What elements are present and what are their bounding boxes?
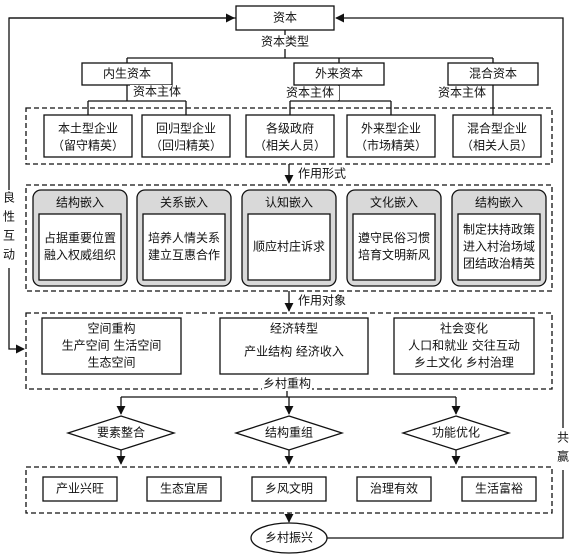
outcomes-container (25, 466, 553, 514)
outcome-label: 生活富裕 (475, 481, 523, 496)
capital-type-box (81, 62, 173, 86)
embedding-line: 培育文明新风 (358, 247, 430, 262)
process-label: 功能优化 (432, 426, 480, 440)
left-side-char: 良 (3, 190, 15, 205)
embedding-title: 文化嵌入 (370, 195, 418, 210)
outcome-box (251, 476, 327, 502)
subject-box (452, 114, 542, 158)
subject-box (245, 114, 335, 158)
embedding-line: 团结政治精英 (463, 257, 535, 271)
label-background (434, 86, 490, 100)
final-label: 乡村振兴 (265, 531, 313, 545)
embedding-inner (352, 213, 436, 281)
outcome-box (42, 476, 118, 502)
process-diamond (233, 415, 345, 451)
right-side-char: 赢 (557, 449, 569, 464)
subject-name: 本土型企业 (58, 121, 118, 136)
process-label: 结构重组 (265, 425, 313, 440)
subject-name: 回归型企业 (156, 121, 216, 136)
left-side-char: 互 (3, 229, 15, 243)
outcome-label: 治理有效 (370, 481, 418, 496)
label-background (262, 377, 312, 391)
subject-box (43, 114, 133, 158)
embedding-title: 结构嵌入 (56, 195, 104, 210)
embedding-inner (142, 213, 226, 281)
object-line: 人口和就业 交往互动 (408, 338, 520, 353)
subject-detail: （相关人员） (461, 139, 533, 153)
outcome-label: 产业兴旺 (56, 482, 104, 496)
object-box (41, 317, 182, 375)
process-diamond (65, 415, 177, 451)
embedding-line: 占据重要位置 (44, 230, 116, 245)
embedding-inner (457, 213, 541, 281)
label-background (256, 35, 316, 49)
subject-label-3: 资本主体 (438, 86, 486, 100)
embedding-title: 关系嵌入 (160, 196, 208, 210)
subject-detail: （相关人员） (254, 139, 326, 153)
subject-detail: （回归精英） (150, 139, 222, 153)
embedding-line: 遵守民俗习惯 (358, 230, 430, 245)
embedding-title: 认知嵌入 (265, 196, 313, 210)
object-title: 经济转型 (270, 321, 318, 336)
rural-restructure-label: 乡村重构 (263, 376, 311, 391)
subject-label-2: 资本主体 (286, 86, 334, 100)
subject-name: 外来型企业 (361, 121, 421, 136)
embedding-line: 进入村治场域 (463, 240, 535, 254)
outcome-label: 生态宜居 (160, 481, 208, 496)
process-label: 要素整合 (97, 425, 145, 440)
object-box (393, 317, 535, 375)
label-background (283, 86, 339, 100)
subject-detail: （市场精英） (355, 138, 427, 153)
embedding-inner (247, 213, 331, 281)
embedding-line: 培养人情关系 (148, 230, 220, 245)
label-background (130, 85, 186, 99)
right-loop (327, 13, 564, 539)
action-form-label: 作用形式 (298, 167, 346, 181)
final-ellipse (250, 522, 328, 554)
subject-name: 混合型企业 (467, 121, 527, 136)
outcome-box (356, 476, 432, 502)
capital-type-label: 资本类型 (261, 35, 309, 49)
process-diamond (400, 415, 512, 451)
object-line: 生态空间 (87, 356, 135, 370)
embedding-line: 建立互惠合作 (148, 247, 220, 262)
embedding-line: 融入权威组织 (44, 248, 116, 262)
capital-type-text: 混合资本 (469, 66, 517, 81)
subject-name: 各级政府 (266, 121, 314, 136)
capital-type-box (447, 62, 539, 86)
capital-type-text: 外来资本 (315, 67, 363, 81)
left-side-char: 动 (3, 248, 15, 262)
subject-box (346, 114, 436, 158)
object-title: 空间重构 (87, 321, 135, 336)
label-background (555, 428, 571, 470)
capital-type-text: 内生资本 (103, 67, 151, 81)
object-line: 产业结构 经济收入 (244, 344, 344, 359)
object-title: 社会变化 (440, 321, 488, 336)
embedding-title: 结构嵌入 (475, 195, 523, 210)
left-side-char: 性 (3, 210, 15, 224)
object-line: 乡土文化 乡村治理 (414, 355, 514, 370)
subject-box (141, 114, 231, 158)
embeddings-container (25, 184, 553, 292)
outcome-box (461, 476, 537, 502)
subject-detail: （留守精英） (52, 139, 124, 153)
capital-type-box (293, 62, 385, 86)
subject-label-1: 资本主体 (133, 85, 181, 99)
object-line: 生产空间 生活空间 (62, 339, 162, 353)
action-object-label: 作用对象 (298, 294, 346, 308)
embedding-inner (38, 213, 122, 281)
embedding-line: 顺应村庄诉求 (253, 239, 325, 254)
right-side-char: 共 (557, 431, 569, 445)
capital-box (235, 5, 335, 31)
embedding-line: 制定扶持政策 (463, 222, 535, 237)
outcome-label: 乡风文明 (265, 481, 313, 496)
label-background (0, 190, 18, 268)
capital-label: 资本 (273, 11, 297, 25)
subjects-container (25, 107, 553, 165)
object-box (219, 317, 369, 375)
outcome-box (146, 476, 222, 502)
